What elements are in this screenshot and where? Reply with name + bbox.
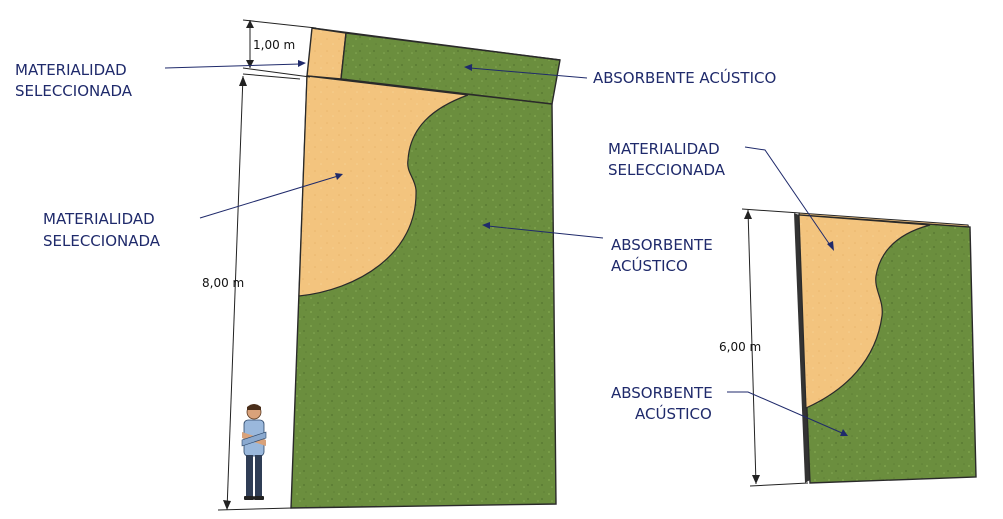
label-absorbent-main-line2: ACÚSTICO [611, 256, 688, 275]
main-material-area [298, 75, 469, 297]
label-material-main-line2: SELECCIONADA [43, 232, 161, 250]
right-dimension-label: 6,00 m [719, 340, 761, 354]
right-label-material-line1: MATERIALIDAD [608, 140, 720, 158]
label-material-top-line2: SELECCIONADA [15, 82, 133, 100]
right-dimension-lines [741, 208, 809, 487]
right-material-area [798, 214, 931, 409]
label-absorbent-top: ABSORBENTE ACÚSTICO [593, 68, 776, 87]
label-material-main-line1: MATERIALIDAD [43, 210, 155, 228]
right-label-absorbent-line2: ACÚSTICO [635, 404, 712, 423]
main-dimension-label: 8,00 m [202, 276, 244, 290]
label-absorbent-main-line1: ABSORBENTE [611, 236, 713, 254]
person-scale-figure-icon [241, 404, 267, 500]
left-panel [290, 27, 561, 509]
right-panel [794, 212, 977, 484]
right-panel-side [794, 213, 810, 483]
top-strip-material [306, 27, 347, 80]
right-label-absorbent-line1: ABSORBENTE [611, 384, 713, 402]
top-dimension-label: 1,00 m [253, 38, 295, 52]
left-dimension-lines [217, 19, 317, 511]
right-label-material-line2: SELECCIONADA [608, 161, 726, 179]
label-material-top-line1: MATERIALIDAD [15, 61, 127, 79]
